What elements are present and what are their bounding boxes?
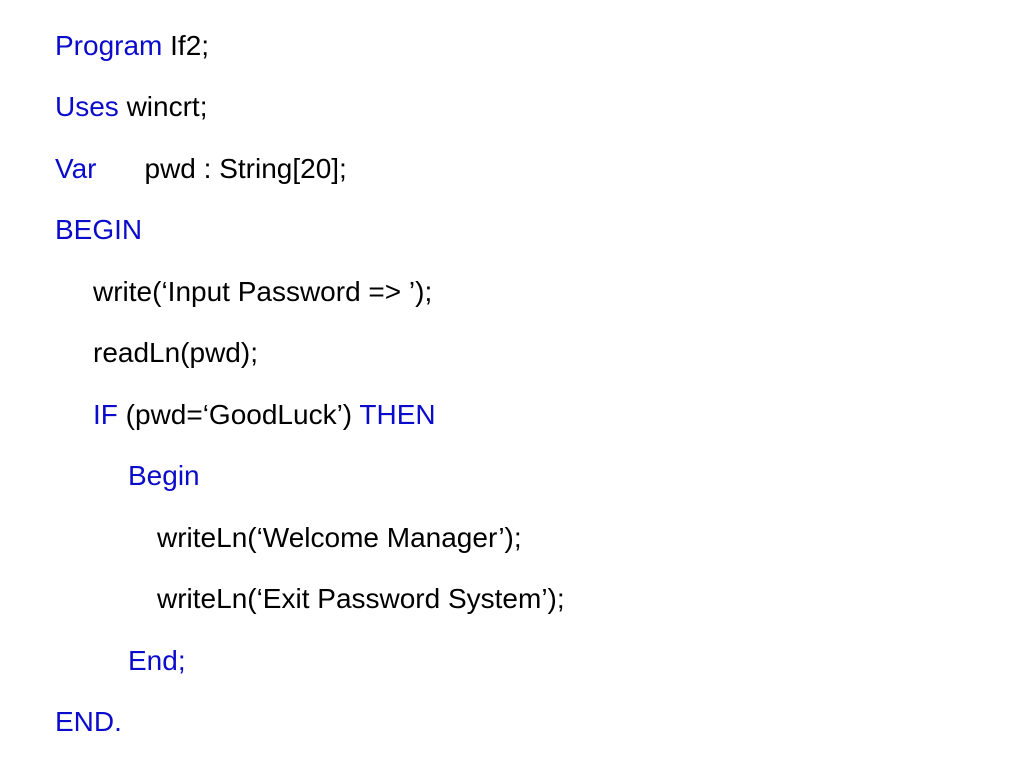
begin-block-line: Begin <box>128 460 200 491</box>
if-condition: (pwd=‘GoodLuck’) <box>117 399 360 430</box>
readln-line: readLn(pwd); <box>93 337 258 368</box>
end-block-line: End; <box>128 645 186 676</box>
uses-unit: wincrt; <box>118 91 208 122</box>
keyword-var: Var <box>55 153 97 184</box>
writeln-exit-line: writeLn(‘Exit Password System’); <box>157 583 565 614</box>
begin-main-line: BEGIN <box>55 214 143 245</box>
uses-line: Uses wincrt; <box>55 90 207 124</box>
end-main-line: END. <box>55 706 122 737</box>
program-name: If2; <box>162 30 210 61</box>
program-line: Program If2; <box>55 29 209 63</box>
keyword-uses: Uses <box>55 91 119 122</box>
var-line: Var pwd : String[20]; <box>55 152 347 186</box>
if-line: IF (pwd=‘GoodLuck’) THEN <box>93 398 436 432</box>
keyword-program: Program <box>55 30 163 61</box>
keyword-if: IF <box>93 399 118 430</box>
write-prompt-line: write(‘Input Password => ’); <box>93 276 433 307</box>
writeln-welcome-line: writeLn(‘Welcome Manager’); <box>157 522 522 553</box>
keyword-then: THEN <box>359 399 436 430</box>
var-declaration: pwd : String[20]; <box>144 153 347 184</box>
